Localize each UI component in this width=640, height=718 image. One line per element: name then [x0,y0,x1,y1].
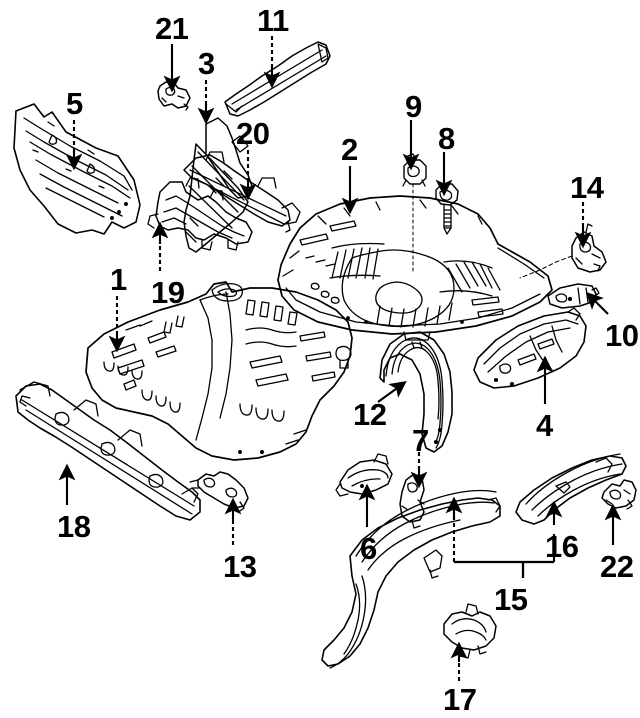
part-17-shape [443,603,497,659]
callout-17: 17 [443,682,477,717]
part-11-shape [224,41,331,117]
part-13-shape [189,471,249,512]
callout-14: 14 [570,170,604,205]
callout-9: 9 [405,89,422,124]
callout-16: 16 [545,529,579,564]
part-5-shape [13,103,141,235]
part-18-shape [15,381,201,521]
part-20-shape [183,151,301,233]
part-16-shape [515,453,627,525]
callout-18: 18 [57,509,91,544]
part-19-shape [147,177,253,251]
callout-22: 22 [600,549,634,584]
part-4-shape [473,307,587,389]
callout-13: 13 [223,549,257,584]
callout-10: 10 [605,318,639,353]
callout-20: 20 [236,116,270,151]
callout-1: 1 [110,262,127,297]
part-21-shape [157,81,191,111]
part-12-shape [379,331,453,453]
part-22-shape [601,479,637,510]
callout-12: 12 [353,397,387,432]
part-6-shape [335,453,393,497]
leader-lines [58,36,622,681]
callout-5: 5 [66,86,83,121]
callout-4: 4 [536,408,553,443]
callout-7: 7 [412,423,429,458]
callout-6: 6 [360,531,377,566]
part-15-left-shape [321,489,501,669]
callout-21: 21 [155,11,189,46]
callout-19: 19 [151,275,185,310]
callout-15: 15 [494,582,528,617]
part-1-shape [85,281,353,461]
callout-2: 2 [341,132,358,167]
callout-3: 3 [198,46,215,81]
callout-8: 8 [438,121,455,156]
callout-11: 11 [257,3,289,38]
part-10-shape [547,283,600,309]
part-2-shape [277,195,553,349]
